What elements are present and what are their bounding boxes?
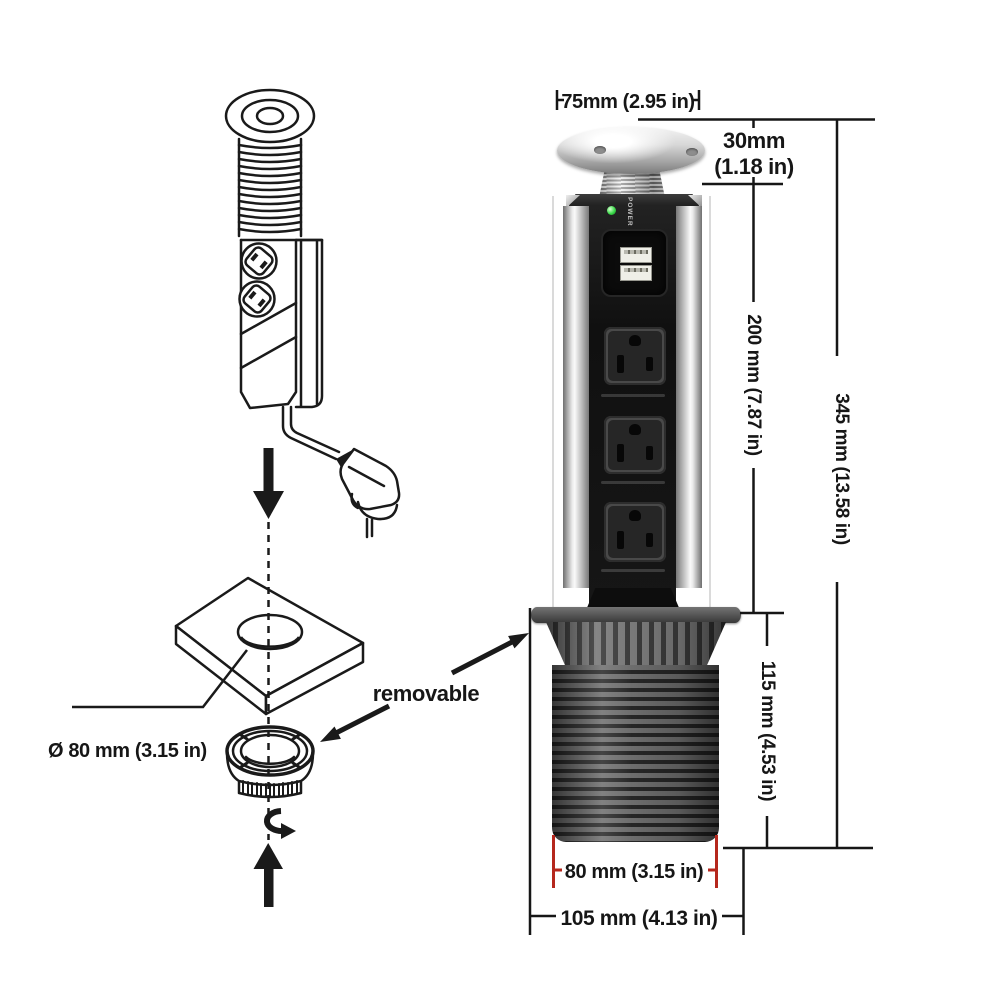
label-cap-height-mm: 30mm xyxy=(723,128,785,153)
hole-leader-line xyxy=(72,649,248,709)
rating-text-smudge xyxy=(601,394,665,397)
threaded-base-cylinder xyxy=(552,665,719,842)
removable-arrow-upper xyxy=(450,639,514,676)
removable-arrows xyxy=(320,633,529,742)
dim-30-line xyxy=(702,119,783,186)
line-drawing-unit xyxy=(224,88,401,539)
usb-port-2[interactable] xyxy=(620,265,652,281)
cutout-hole xyxy=(236,613,304,651)
thread-lines xyxy=(237,143,303,234)
body-side-panel xyxy=(294,238,324,409)
label-top-width: 75mm (2.95 in) xyxy=(561,91,694,113)
acrylic-tube-left-edge xyxy=(552,196,554,610)
tower-rail-right xyxy=(676,206,702,588)
dim-200-line xyxy=(740,184,784,615)
rating-text-smudge xyxy=(601,569,665,572)
flange-screw-hole-right xyxy=(686,148,698,156)
body-fill xyxy=(241,240,322,408)
neutral-slot xyxy=(617,444,624,462)
ring-knurl-teeth xyxy=(242,780,298,797)
usb-pins xyxy=(624,250,648,254)
label-thread-diameter: 80 mm (3.15 in) xyxy=(565,861,704,883)
ground-hole xyxy=(629,510,641,521)
countertop-board xyxy=(174,576,365,716)
power-label: POWER xyxy=(626,197,633,227)
removable-arrowhead-upper xyxy=(508,633,529,649)
top-flange-disc xyxy=(557,127,705,174)
rotate-arrow xyxy=(263,808,296,839)
hot-slot xyxy=(646,533,653,547)
rating-text-smudge xyxy=(601,481,665,484)
ground-hole xyxy=(629,424,641,435)
ring-inner-taper xyxy=(244,755,296,765)
flange-outline xyxy=(224,88,316,144)
acrylic-tube-right-edge xyxy=(709,196,711,610)
cord-strain-relief xyxy=(336,449,363,474)
thread-column-sides xyxy=(237,137,303,238)
ground-hole xyxy=(629,335,641,346)
tower-rail-left xyxy=(563,206,589,588)
flange-center xyxy=(255,106,285,126)
socket-circle-1 xyxy=(240,242,278,280)
outlet-face xyxy=(608,331,662,381)
label-upper-height: 200 mm (7.87 in) xyxy=(743,314,764,456)
label-hole-diameter: Ø 80 mm (3.15 in) xyxy=(48,740,207,762)
neutral-slot xyxy=(617,355,624,373)
board-left-side xyxy=(174,624,268,716)
power-led xyxy=(607,206,616,215)
insert-down-arrow xyxy=(253,448,284,519)
dim-80-red-ticks xyxy=(552,835,718,888)
neutral-slot xyxy=(617,531,624,549)
power-cord xyxy=(281,405,341,461)
usb-pins xyxy=(624,268,648,272)
label-cap-height-in: (1.18 in) xyxy=(714,154,794,179)
cutout-hole-inner xyxy=(239,636,301,648)
label-lower-height: 115 mm (4.53 in) xyxy=(757,661,778,801)
power-outlet-3[interactable] xyxy=(604,502,666,562)
dim-75-ticks xyxy=(555,90,701,110)
socket-circle-2 xyxy=(238,280,276,318)
plug-pin xyxy=(365,517,374,539)
ring-skirt xyxy=(225,751,315,799)
flange-ring xyxy=(240,98,300,134)
red-dimension-lines xyxy=(552,835,718,888)
label-base-width: 105 mm (4.13 in) xyxy=(560,907,717,930)
plug-body xyxy=(339,447,401,511)
knurled-lock-ring[interactable] xyxy=(546,622,726,667)
mounting-ring xyxy=(225,725,315,799)
plug-body-line xyxy=(347,465,386,488)
board-top-face xyxy=(174,576,365,698)
hot-slot xyxy=(646,446,653,460)
removable-arrow-lower xyxy=(334,703,391,736)
board-right-side xyxy=(264,641,365,716)
outlet-face xyxy=(608,420,662,470)
base-flange xyxy=(531,607,741,623)
outlet-face xyxy=(608,506,662,558)
dimension-labels: 75mm (2.95 in) 30mm (1.18 in) 200 mm (7.… xyxy=(48,91,852,930)
label-total-height: 345 mm (13.58 in) xyxy=(831,393,852,545)
removable-arrowhead-lower xyxy=(320,726,341,742)
mount-up-arrow xyxy=(253,843,283,907)
hot-slot xyxy=(646,357,653,371)
plug-base xyxy=(350,492,399,521)
usb-port-1[interactable] xyxy=(620,247,652,263)
ring-notches xyxy=(239,733,301,769)
flange-screw-hole-left xyxy=(594,146,606,154)
usb-recess xyxy=(601,229,668,297)
power-outlet-2[interactable] xyxy=(604,416,666,474)
body-diagonal-lines xyxy=(239,301,298,370)
body-front-face xyxy=(239,238,298,410)
power-outlet-1[interactable] xyxy=(604,327,666,385)
tower-bottom-taper xyxy=(586,588,680,610)
label-removable: removable xyxy=(373,681,480,706)
